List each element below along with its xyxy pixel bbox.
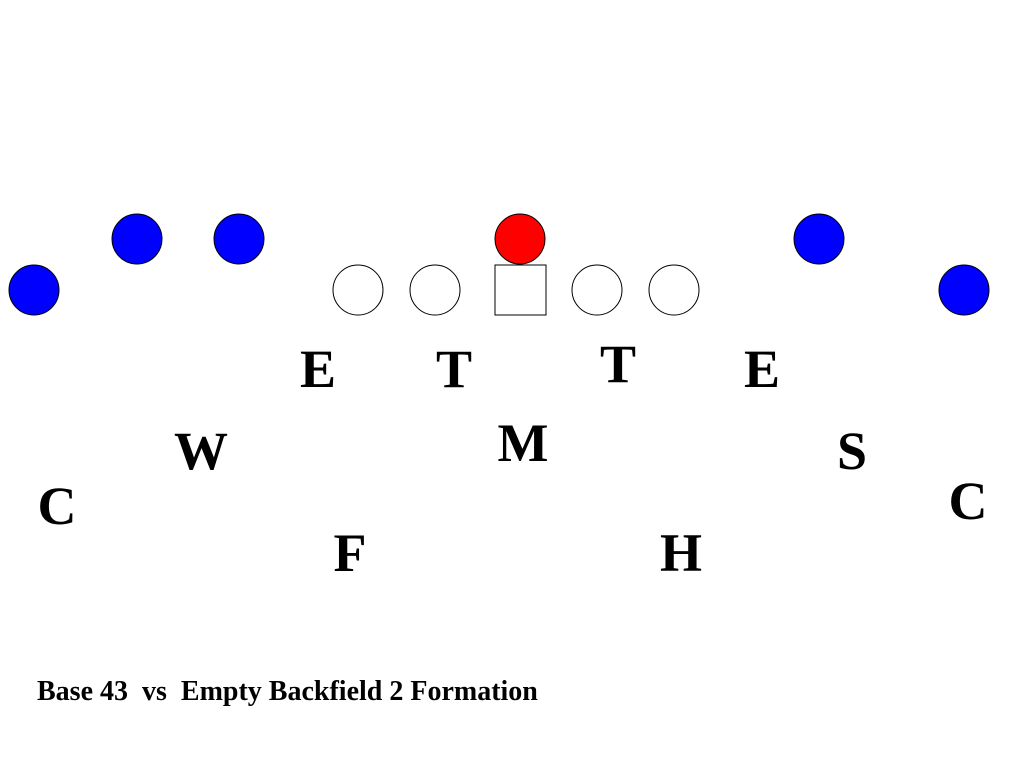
receiver-left-outside <box>8 264 60 316</box>
defense-strong-safety: H <box>659 523 703 583</box>
center-lineman <box>494 264 547 316</box>
left-guard-lineman <box>409 264 461 316</box>
left-tackle-lineman <box>332 264 384 316</box>
receiver-left-inside <box>213 213 265 265</box>
defense-left-tackle: T <box>435 339 473 399</box>
defense-weak-linebacker: W <box>174 421 228 481</box>
quarterback <box>494 213 546 265</box>
defense-free-safety: F <box>333 523 367 583</box>
formation-caption: Base 43 vs Empty Backfield 2 Formation <box>37 676 538 707</box>
defense-left-corner: C <box>37 476 77 536</box>
defense-right-tackle: T <box>599 334 637 394</box>
defense-strong-linebacker: S <box>836 421 868 481</box>
defense-middle-linebacker: M <box>497 413 549 473</box>
defense-right-corner: C <box>948 471 988 531</box>
defense-right-end: E <box>743 339 781 399</box>
defense-left-end: E <box>299 339 337 399</box>
right-guard-lineman <box>571 264 623 316</box>
receiver-right-slot <box>793 213 845 265</box>
receiver-right-outside <box>938 264 990 316</box>
right-tackle-lineman <box>648 264 700 316</box>
receiver-left-slot <box>111 213 163 265</box>
